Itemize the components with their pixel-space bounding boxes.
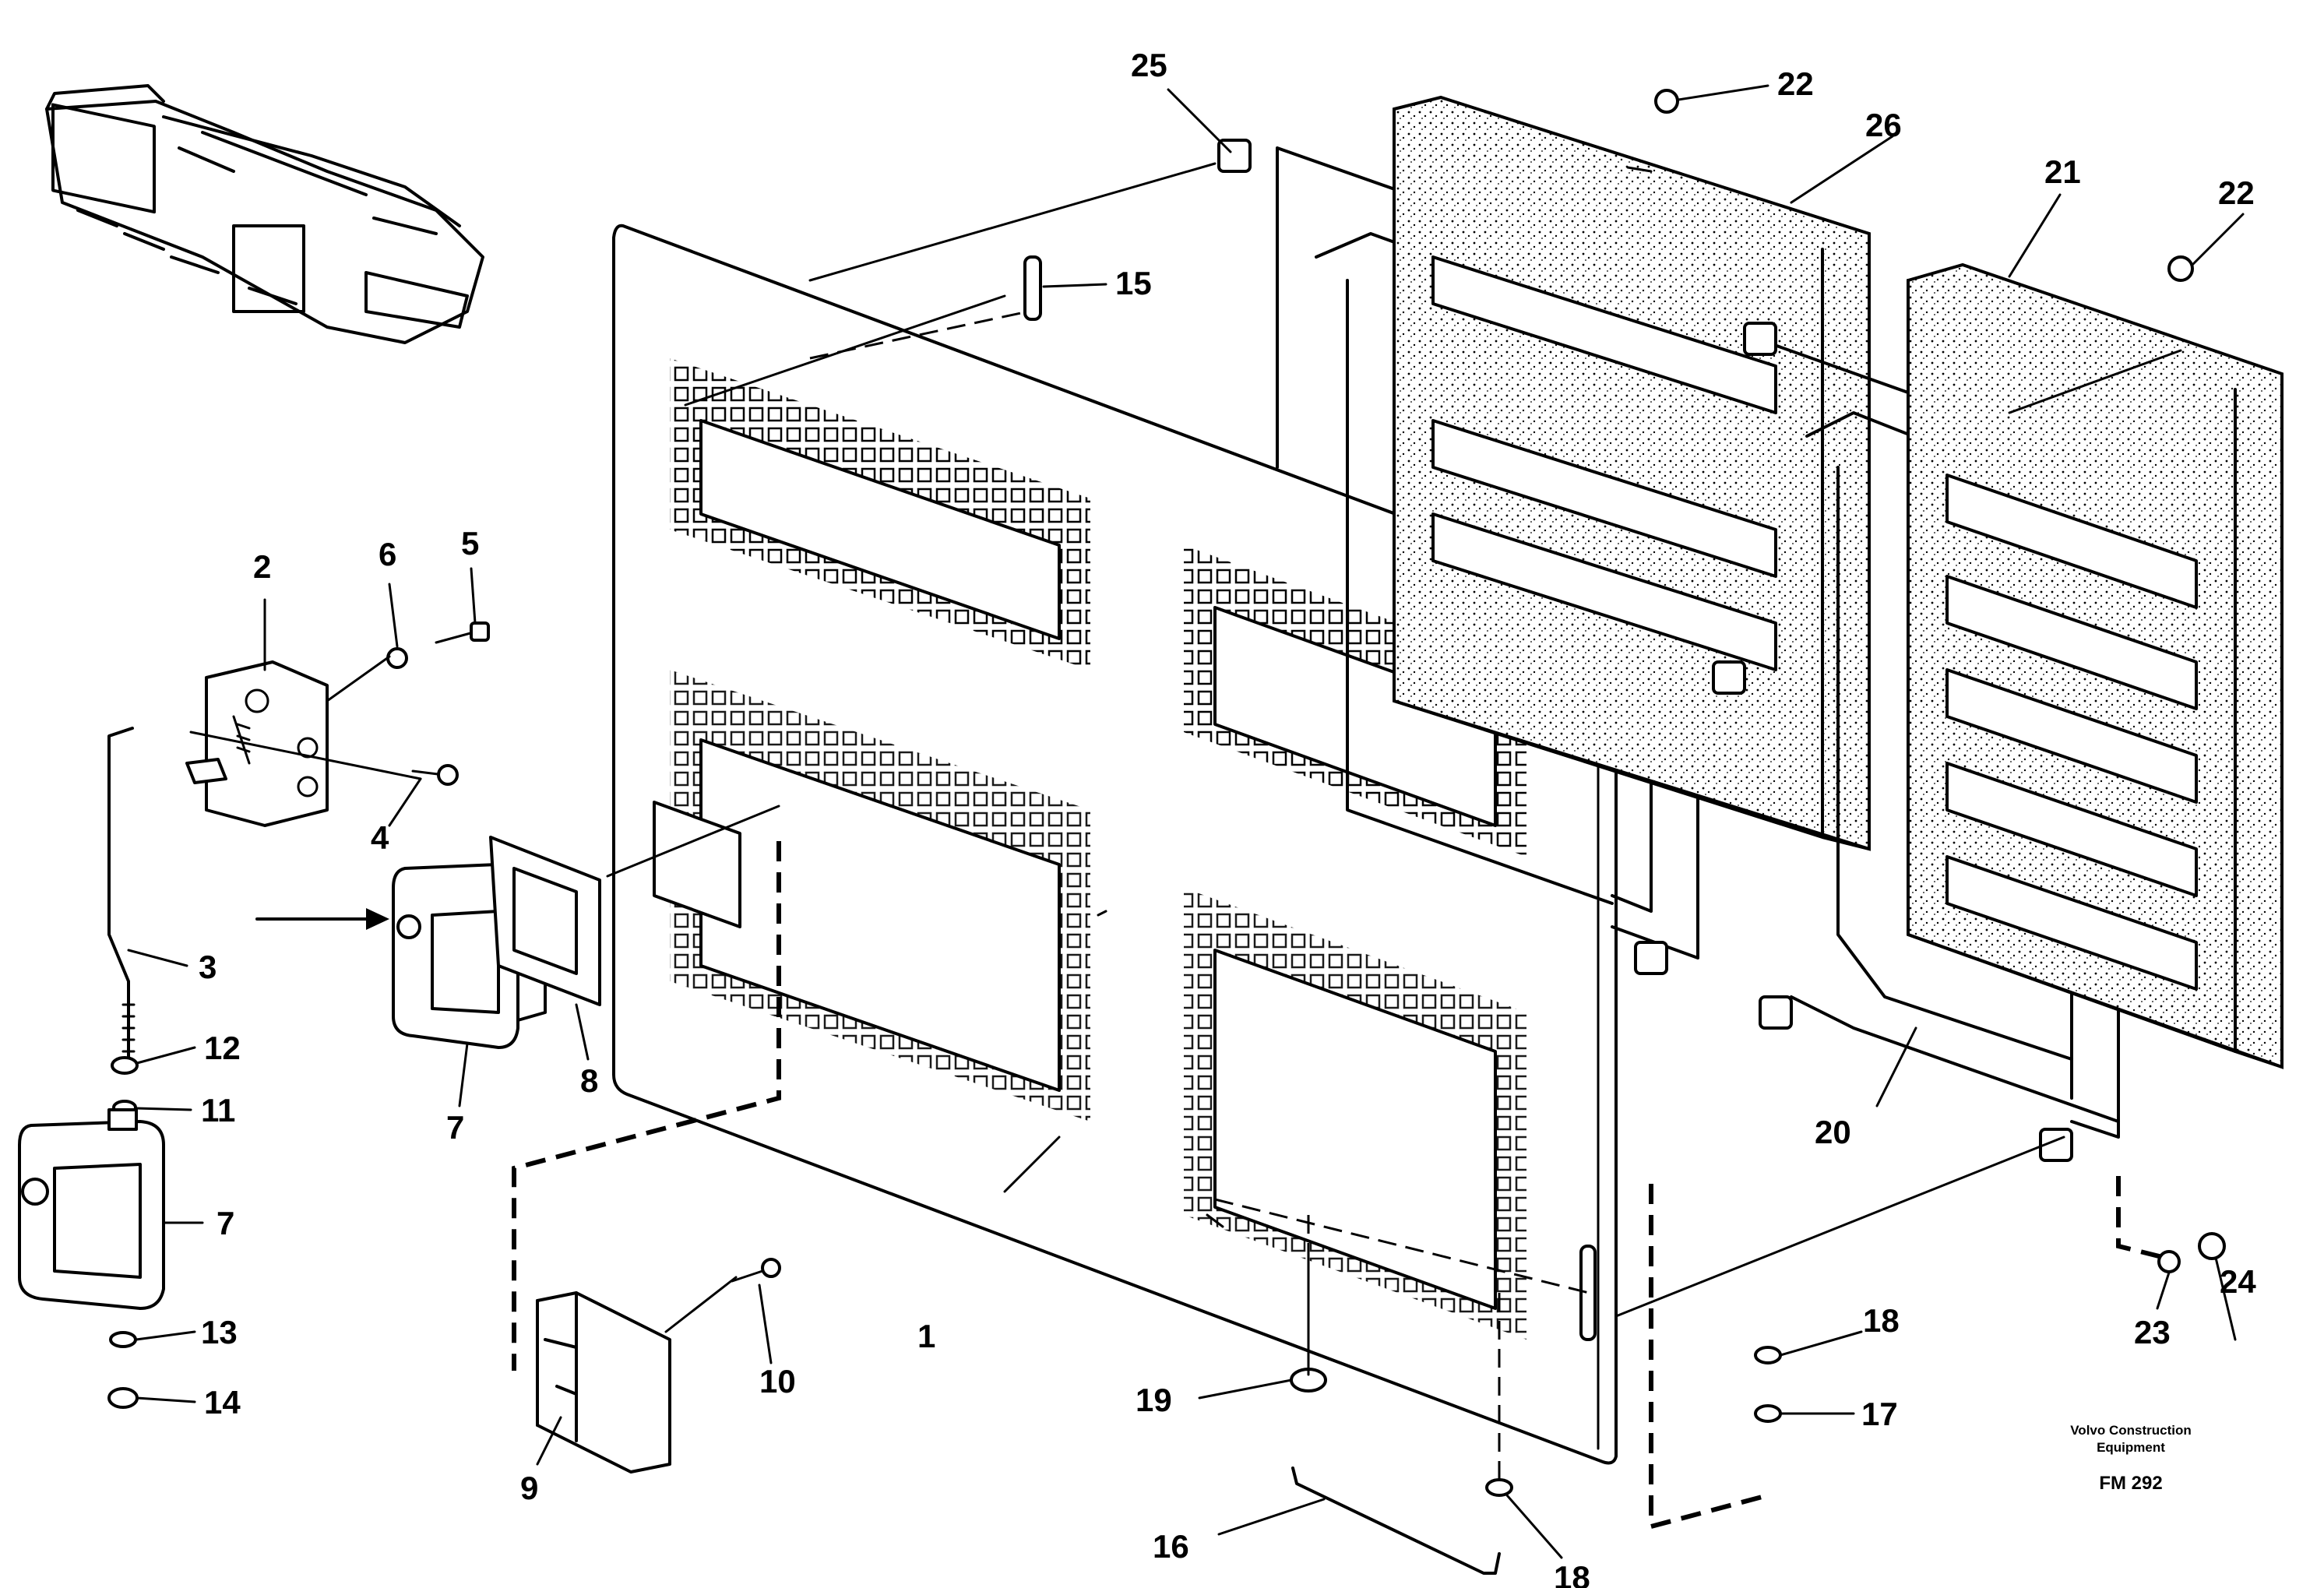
latch-bracket bbox=[185, 660, 329, 827]
foam-block-front bbox=[1907, 262, 2284, 1069]
washer-23 bbox=[2157, 1250, 2181, 1273]
callout-24: 24 bbox=[2220, 1263, 2256, 1300]
latch-rod bbox=[107, 727, 134, 1061]
callout-19: 19 bbox=[1136, 1382, 1172, 1418]
dashed-assembly-lines bbox=[512, 310, 2166, 1530]
nut-12 bbox=[111, 1056, 139, 1075]
nut-24 bbox=[2198, 1232, 2226, 1260]
caption-figure-code: FM 292 bbox=[2099, 1473, 2162, 1494]
callout-22-right: 22 bbox=[2218, 174, 2255, 211]
callout-14: 14 bbox=[204, 1384, 241, 1421]
nut-22-b bbox=[2167, 255, 2194, 282]
perforated-panel bbox=[612, 224, 1618, 1465]
callout-2: 2 bbox=[253, 548, 271, 585]
callout-18-bottom: 18 bbox=[1554, 1559, 1590, 1588]
caption-publisher-line2: Equipment bbox=[2097, 1440, 2165, 1455]
nut-14 bbox=[107, 1387, 139, 1409]
callout-labels: 1 2 3 4 5 6 7 7 8 9 10 11 12 13 14 15 16… bbox=[199, 47, 2256, 1588]
callout-12: 12 bbox=[204, 1030, 241, 1066]
screw bbox=[435, 621, 490, 644]
washer-18-rod bbox=[1485, 1478, 1513, 1497]
callout-3: 3 bbox=[199, 949, 217, 985]
callout-16: 16 bbox=[1153, 1528, 1189, 1565]
callout-7-lower: 7 bbox=[217, 1205, 234, 1241]
callout-23: 23 bbox=[2134, 1314, 2171, 1350]
handle-lower bbox=[18, 1108, 165, 1310]
excavator-thumbnail bbox=[45, 84, 484, 344]
callout-leaders bbox=[127, 84, 2245, 1559]
washer-18 bbox=[1754, 1346, 1782, 1364]
foam-block-rear bbox=[1393, 95, 1871, 851]
washer-17 bbox=[1754, 1404, 1782, 1423]
callout-7-upper: 7 bbox=[446, 1109, 464, 1146]
support-rod bbox=[1291, 1467, 1501, 1575]
callout-15: 15 bbox=[1115, 265, 1152, 301]
callout-22-top: 22 bbox=[1777, 65, 1814, 102]
callout-5: 5 bbox=[461, 525, 479, 562]
callout-8: 8 bbox=[580, 1062, 598, 1099]
callout-13: 13 bbox=[201, 1314, 238, 1350]
callout-4: 4 bbox=[371, 819, 389, 856]
gasket bbox=[489, 836, 601, 1006]
callout-10: 10 bbox=[759, 1363, 796, 1400]
callout-1: 1 bbox=[917, 1318, 935, 1354]
assembly-lines bbox=[189, 162, 2182, 1376]
callout-20: 20 bbox=[1815, 1114, 1851, 1150]
washer bbox=[386, 647, 408, 669]
callout-25: 25 bbox=[1131, 47, 1167, 83]
callout-26: 26 bbox=[1865, 107, 1902, 143]
washer-13 bbox=[109, 1331, 137, 1348]
callout-21: 21 bbox=[2044, 153, 2081, 190]
callout-11: 11 bbox=[201, 1092, 235, 1129]
figure-caption: Volvo Construction Equipment FM 292 bbox=[2070, 1423, 2192, 1494]
callout-18-right: 18 bbox=[1863, 1302, 1900, 1339]
latch-keeper-bracket bbox=[536, 1291, 671, 1474]
direction-arrow bbox=[255, 908, 389, 930]
screw-short bbox=[411, 764, 459, 786]
callout-9: 9 bbox=[520, 1470, 538, 1506]
callout-6: 6 bbox=[379, 536, 396, 572]
pin bbox=[1023, 255, 1042, 321]
callout-17: 17 bbox=[1861, 1396, 1898, 1432]
caption-publisher-line1: Volvo Construction bbox=[2070, 1423, 2192, 1438]
nut-22-a bbox=[1654, 89, 1679, 114]
bracket-screw bbox=[731, 1258, 781, 1283]
